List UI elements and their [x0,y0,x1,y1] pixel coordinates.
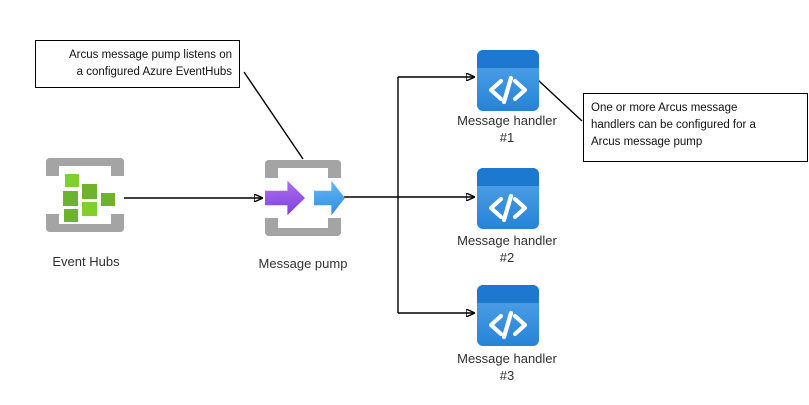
message-handler-3-code-icon [477,285,539,346]
callout-pump-note-line2: a configured Azure EventHubs [76,66,232,78]
callout-handler-note-line1: One or more Arcus message [591,102,738,114]
pump-arrow-purple [265,180,305,216]
event-hubs-icon [46,158,124,232]
event-hubs-square [101,193,115,206]
callout-pump-note: Arcus message pump listens on a configur… [35,40,240,88]
message-handler-1-code-icon [477,50,539,111]
code-icon-titlebar [477,50,539,68]
code-glyph-icon [488,310,528,340]
callout-handler-note-line3: Arcus message pump [591,136,703,148]
event-hubs-label: Event Hubs [52,254,120,269]
message-handler-1-label-text: Message handler [457,113,557,128]
event-hubs-square [82,184,97,199]
code-glyph-icon [488,193,528,223]
event-hubs-square [63,191,78,206]
event-hubs-square [64,209,78,222]
pump-arrow-blue [314,180,345,216]
code-icon-titlebar [477,168,539,186]
message-handler-3-label-text: Message handler [457,351,557,366]
callout-line-handler-note [537,79,583,122]
message-pump-label: Message pump [258,256,348,271]
message-handler-2-code-icon [477,168,539,229]
message-handler-3-number: #3 [499,368,515,383]
event-hubs-frame-bottom [46,214,124,232]
event-hubs-square [65,174,79,187]
callout-line-pump-note [243,71,304,160]
callout-handler-note-line2: handlers can be configured for a [591,119,756,131]
callout-handler-note: One or more Arcus message handlers can b… [583,93,808,162]
event-hubs-frame-top [46,158,124,176]
message-pump-icon [265,160,345,236]
message-pump-frame-bottom [265,218,341,236]
message-pump-frame-top [265,160,341,178]
event-hubs-square [82,202,97,216]
message-handler-2-label: Message handler #2 [427,232,587,266]
code-glyph-icon [488,75,528,105]
message-handler-1-label: Message handler #1 [427,112,587,146]
message-handler-2-label-text: Message handler [457,233,557,248]
message-handler-2-number: #2 [499,250,515,265]
code-icon-titlebar [477,285,539,303]
message-handler-1-number: #1 [499,130,515,145]
message-handler-3-label: Message handler #3 [427,350,587,384]
callout-pump-note-line1: Arcus message pump listens on [69,49,232,61]
